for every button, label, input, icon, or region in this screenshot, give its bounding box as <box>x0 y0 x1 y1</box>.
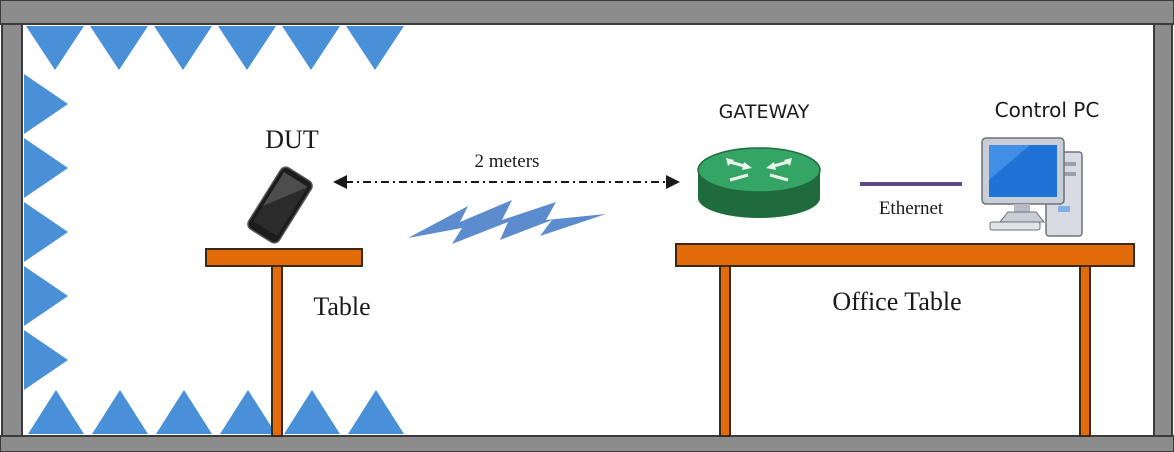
ethernet-label: Ethernet <box>879 198 944 219</box>
table-label: Table <box>313 292 370 321</box>
chamber-top-wall <box>0 0 1174 25</box>
absorber-left-5 <box>24 330 68 390</box>
absorber-top-5 <box>282 26 340 70</box>
office-table-leg-left <box>719 265 731 437</box>
control-pc-label: Control PC <box>995 98 1100 122</box>
gateway-label: GATEWAY <box>719 101 810 123</box>
smartphone-icon <box>247 166 313 244</box>
absorber-top-4 <box>218 26 276 70</box>
chamber-bottom-wall <box>0 435 1174 452</box>
office-table-top <box>675 243 1135 267</box>
absorber-bottom-4 <box>220 390 276 434</box>
chamber-right-wall <box>1153 23 1173 437</box>
office-table-label: Office Table <box>832 287 961 316</box>
arrowhead-right <box>666 175 680 189</box>
office-table-leg-right <box>1079 265 1091 437</box>
office-table <box>675 243 1135 437</box>
rf-absorbers <box>24 26 404 434</box>
absorber-top-6 <box>346 26 404 70</box>
arrowhead-left <box>333 175 347 189</box>
desktop-computer-icon <box>981 137 1083 237</box>
dut-table-leg <box>271 265 283 437</box>
absorber-top-3 <box>154 26 212 70</box>
router-icon <box>697 147 821 218</box>
dut-table <box>205 248 363 437</box>
distance-arrow <box>333 175 680 189</box>
dut-table-top <box>205 248 363 267</box>
dut-label: DUT <box>265 125 319 154</box>
distance-label: 2 meters <box>475 151 540 172</box>
absorber-bottom-3 <box>156 390 212 434</box>
wireless-signal-icon <box>408 200 606 244</box>
absorber-bottom-1 <box>28 390 84 434</box>
absorber-left-2 <box>24 138 68 198</box>
absorber-top-1 <box>26 26 84 70</box>
absorber-bottom-2 <box>92 390 148 434</box>
absorber-bottom-5 <box>284 390 340 434</box>
absorber-top-2 <box>90 26 148 70</box>
absorber-bottom-6 <box>348 390 404 434</box>
absorber-left-1 <box>24 74 68 134</box>
chamber-left-wall <box>1 23 23 437</box>
absorber-left-3 <box>24 202 68 262</box>
absorber-left-4 <box>24 266 68 326</box>
